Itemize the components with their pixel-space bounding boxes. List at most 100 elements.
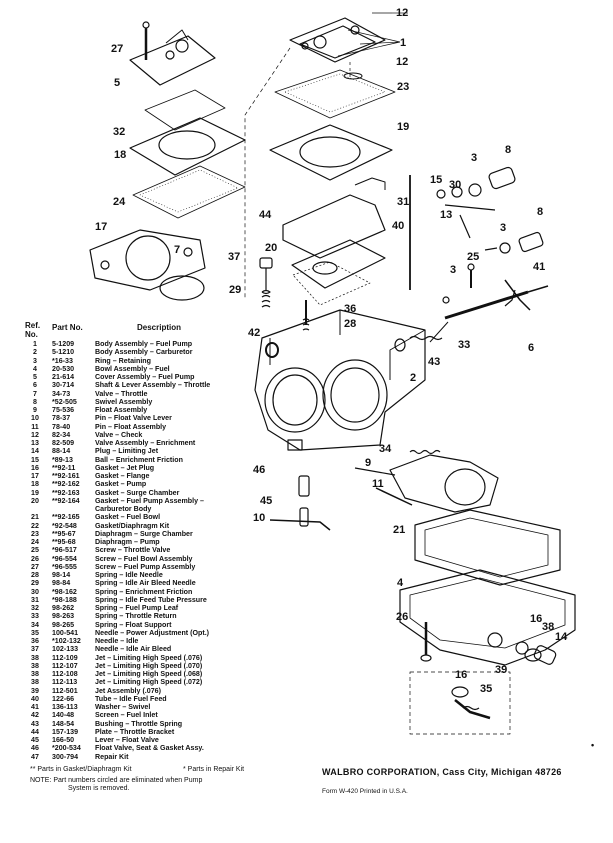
part-number: *200-534 (52, 744, 81, 753)
callout-46: 46 (253, 464, 266, 476)
part-description: Cover Assembly – Fuel Pump (95, 373, 195, 381)
callout-11: 11 (372, 478, 384, 490)
ref-number: 15 (31, 455, 39, 464)
callout-37: 37 (228, 251, 241, 263)
ref-number: 7 (33, 389, 37, 398)
callout-28: 28 (344, 318, 357, 330)
callout-1: 1 (400, 37, 407, 49)
ref-number: 30 (31, 587, 39, 596)
part-number: 78-37 (52, 414, 71, 423)
part-number: 88-14 (52, 447, 71, 456)
callout-15: 15 (430, 174, 443, 186)
part-number: *96-555 (52, 562, 77, 571)
ref-number: 17 (31, 472, 39, 480)
part-number: 157-139 (52, 727, 79, 736)
callout-25: 25 (467, 251, 480, 263)
part-number: *16-33 (52, 356, 73, 365)
bullet-mark: • (591, 740, 595, 750)
callout-3: 3 (450, 264, 457, 276)
part-description: Diaphragm – Surge Chamber (95, 529, 193, 538)
callout-26: 26 (396, 611, 409, 623)
part-description: Screw – Fuel Bowl Assembly (95, 554, 193, 563)
part-description: Pin – Float Assembly (95, 422, 167, 431)
header-ref-no: Ref. No. (25, 321, 41, 339)
callout-5: 5 (114, 77, 121, 89)
part-number: *98-162 (52, 587, 77, 596)
ref-number: 20 (31, 496, 39, 505)
ref-number: 10 (31, 414, 39, 423)
part-number: 112-108 (52, 670, 78, 678)
callout-42: 42 (248, 327, 261, 339)
ref-number: 23 (31, 529, 39, 538)
part-number: 75-536 (52, 406, 75, 414)
ref-number: 27 (31, 562, 39, 571)
repair-kit-note: * Parts in Repair Kit (183, 766, 245, 773)
company-name: WALBRO CORPORATION, Cass City, Michigan … (322, 767, 562, 777)
part-description: Body Assembly – Carburetor (95, 348, 193, 357)
part-number: 112-107 (52, 661, 78, 670)
part-description: Pin – Float Valve Lever (95, 414, 172, 423)
part-number: 166-50 (52, 736, 75, 744)
part-number: 136-113 (52, 703, 78, 711)
part-description: Swivel Assembly (95, 397, 153, 406)
part-number: **92-11 (52, 463, 76, 472)
part-description: Tube – Idle Fuel Feed (95, 694, 167, 703)
callout-8: 8 (537, 206, 544, 218)
ref-number: 32 (31, 604, 39, 612)
callout-14: 14 (555, 631, 568, 643)
ref-number: 34 (31, 620, 39, 629)
callout-4: 4 (397, 577, 404, 589)
callout-16: 16 (455, 669, 468, 681)
part-number: **95-68 (52, 538, 76, 546)
callout-39: 39 (495, 664, 508, 676)
part-description: Needle – Power Adjustment (Opt.) (95, 628, 210, 637)
ref-number: 19 (31, 488, 39, 497)
callout-13: 13 (440, 209, 453, 221)
ref-number: 22 (31, 521, 39, 530)
part-number: 140-48 (52, 711, 75, 720)
part-number: **95-67 (52, 529, 76, 538)
ref-number: 37 (31, 645, 39, 654)
part-description: Spring – Float Support (95, 620, 172, 629)
part-number: 5-1210 (52, 348, 75, 357)
part-description: Jet – Limiting High Speed (.068) (95, 670, 203, 678)
ref-number: 28 (31, 571, 39, 579)
callout-36: 36 (344, 303, 357, 315)
callout-12: 12 (396, 7, 409, 19)
callout-41: 41 (533, 261, 546, 273)
callout-45: 45 (260, 495, 273, 507)
part-description: Spring – Idle Needle (95, 571, 163, 579)
ref-number: 31 (31, 595, 39, 604)
ref-number: 14 (31, 447, 39, 456)
part-description: Float Valve, Seat & Gasket Assy. (95, 744, 204, 753)
part-description: Needle – Idle (95, 637, 139, 645)
part-description: Jet – Limiting High Speed (.070) (95, 661, 203, 670)
ref-number: 8 (33, 397, 37, 406)
part-description: Gasket – Pump (95, 480, 147, 489)
ref-number: 5 (33, 373, 37, 381)
ref-number: 39 (31, 686, 39, 695)
callout-17: 17 (95, 221, 108, 233)
ref-number: 21 (31, 513, 39, 522)
ref-number: 24 (31, 538, 39, 546)
part-number: **92-161 (52, 472, 80, 480)
header-description: Description (137, 323, 182, 332)
callout-20: 20 (265, 242, 278, 254)
